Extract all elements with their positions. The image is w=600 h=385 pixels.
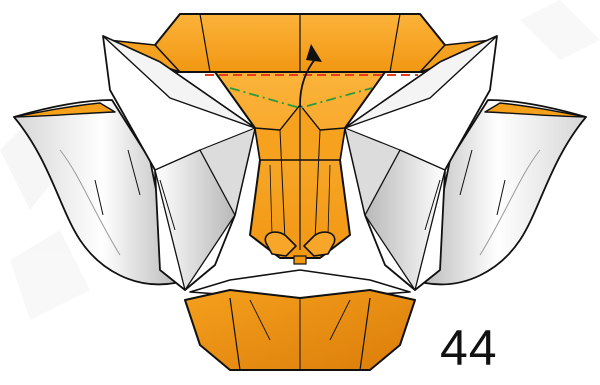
chin <box>185 270 415 370</box>
step-number: 44 <box>440 318 580 378</box>
forehead <box>108 14 492 72</box>
